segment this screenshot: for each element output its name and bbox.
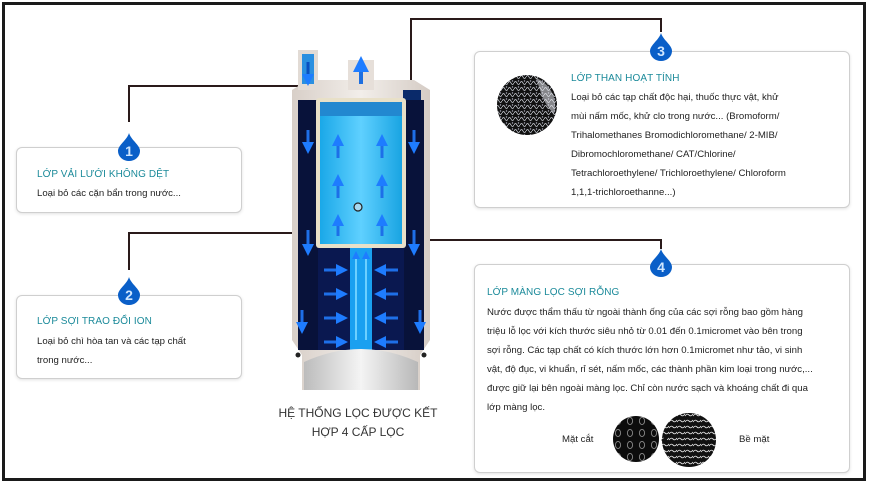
layer-3-title: Lớp than hoạt tính <box>571 73 680 84</box>
layer-3-text-line: Trihalomethanes Bromodichloromethane/ 2-… <box>571 130 778 141</box>
layer-1-title: Lớp vải lưới không dệt <box>37 169 170 180</box>
filter-cartridge-illustration <box>292 50 430 390</box>
connector-line-2-horizontal <box>128 232 295 234</box>
water-drop-icon <box>118 277 140 305</box>
layer-4-title: Lớp màng lọc sợi rỗng <box>487 287 620 298</box>
layer-3-text-line: Dibromochloromethane/ CAT/Chlorine/ <box>571 149 736 160</box>
connector-line-3-right-vertical <box>660 18 662 32</box>
hollow-fiber-surface-image <box>661 413 716 467</box>
water-drop-icon <box>118 133 140 161</box>
connector-line-3-left-vertical <box>410 19 412 104</box>
layer-4-text-line: lớp màng lọc. <box>487 402 546 413</box>
step-3-drop-marker: 3 <box>650 33 672 61</box>
activated-carbon-image <box>497 75 557 135</box>
caption-line-2: hợp 4 cấp lọc <box>311 425 405 439</box>
step-4-drop-marker: 4 <box>650 249 672 277</box>
layer-4-text-line: vật, độ đục, vi khuẩn, rỉ sét, nấm mốc, … <box>487 364 813 375</box>
connector-line-4-horizontal <box>357 239 662 241</box>
step-3-number: 3 <box>657 43 665 59</box>
step-4-number: 4 <box>657 259 665 275</box>
layer-2-description-line-1: Loại bỏ chì hòa tan và các tạp chất <box>37 336 186 347</box>
connector-line-3-horizontal <box>410 18 662 20</box>
layer-3-text-line: mùi nấm mốc, khử clo trong nước... (Brom… <box>571 111 780 122</box>
layer-4-text-line: triệu lỗ lọc với kích thước siêu nhỏ từ … <box>487 326 803 337</box>
layer-4-description: Nước được thẩm thấu từ ngoài thành ống c… <box>487 303 813 417</box>
layer-2-description-line-2: trong nước... <box>37 355 93 366</box>
layer-2-title: Lớp sợi trao đổi ION <box>37 316 152 327</box>
layer-3-description: Loại bỏ các tạp chất độc hại, thuốc thực… <box>571 88 786 202</box>
diagram-caption: Hệ thống lọc được kết hợp 4 cấp lọc <box>258 404 458 442</box>
surface-label: Bề mặt <box>739 434 770 445</box>
layer-4-text-line: được giữ lại bên ngoài màng lọc. Chỉ còn… <box>487 383 808 394</box>
caption-line-1: Hệ thống lọc được kết <box>278 406 438 420</box>
step-1-number: 1 <box>125 143 133 159</box>
water-drop-icon <box>650 249 672 277</box>
layer-card-3: Lớp than hoạt tính Loại bỏ các tạp chất … <box>474 51 850 208</box>
connector-line-1-vertical <box>128 86 130 122</box>
layer-3-text-line: 1,1,1-trichloroethanne...) <box>571 187 676 198</box>
layer-4-text-line: sợi rỗng. Các tạp chất có kích thước lớn… <box>487 345 803 356</box>
layer-1-description: Loại bỏ các cặn bẩn trong nước... <box>37 188 181 199</box>
layer-card-4: Lớp màng lọc sợi rỗng Nước được thẩm thấ… <box>474 264 850 473</box>
connector-line-1-horizontal <box>128 85 303 87</box>
step-1-drop-marker: 1 <box>118 133 140 161</box>
step-2-number: 2 <box>125 287 133 303</box>
layer-4-text-line: Nước được thẩm thấu từ ngoài thành ống c… <box>487 307 804 318</box>
layer-card-2: Lớp sợi trao đổi ION Loại bỏ chì hòa tan… <box>16 295 242 379</box>
cross-section-label: Mặt cắt <box>562 434 594 445</box>
step-2-drop-marker: 2 <box>118 277 140 305</box>
hollow-fiber-cross-section-image <box>613 416 659 462</box>
connector-line-2-vertical <box>128 233 130 270</box>
water-drop-icon <box>650 33 672 61</box>
layer-3-text-line: Tetrachloroethylene/ Trichloroethylene/ … <box>571 168 786 179</box>
connector-line-4-right-vertical <box>660 239 662 249</box>
layer-3-text-line: Loại bỏ các tạp chất độc hại, thuốc thực… <box>571 92 779 103</box>
